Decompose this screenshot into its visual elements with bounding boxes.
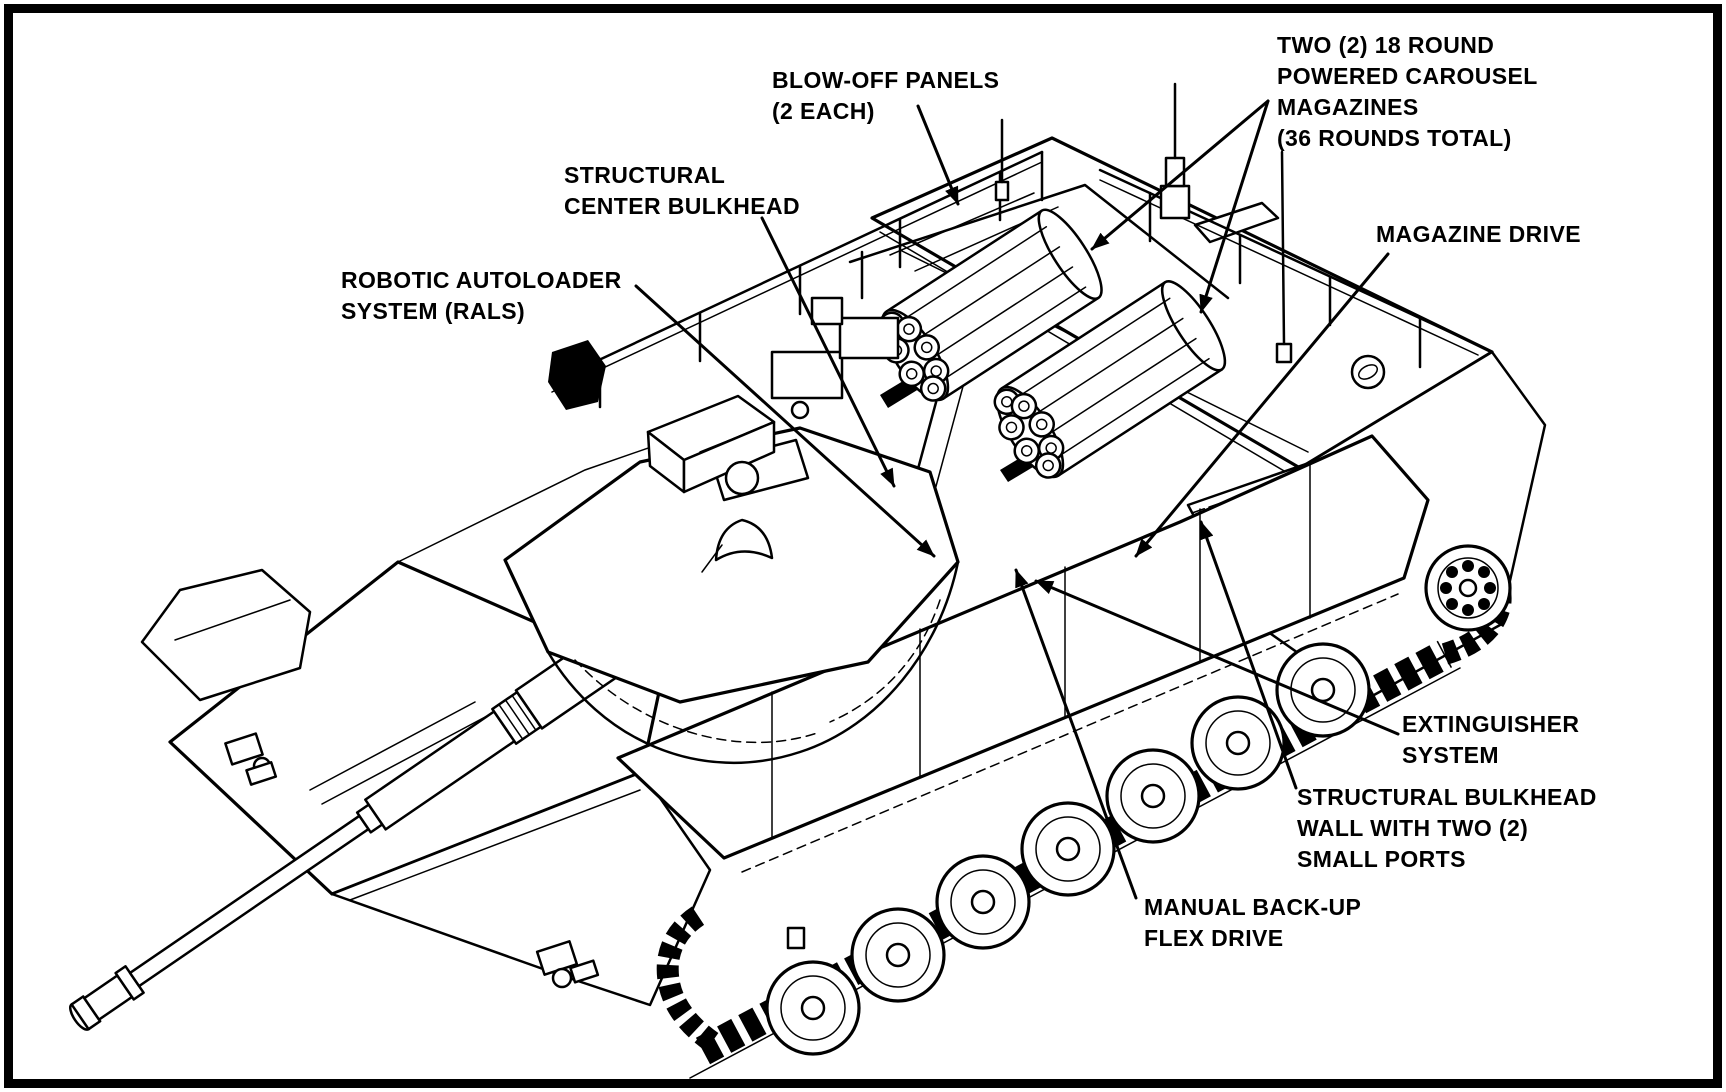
- tow-shackle-left: [224, 732, 278, 786]
- callout-line: SYSTEM: [1402, 742, 1499, 768]
- leader-lines: [634, 99, 1400, 900]
- callout-line: (2 EACH): [772, 98, 875, 124]
- leader-magazine-drive: [1134, 252, 1390, 558]
- figure-border: [4, 4, 1722, 1088]
- leader-carousel-magazines-b: [1199, 99, 1270, 314]
- callout-line: MANUAL BACK-UP: [1144, 894, 1362, 920]
- leader-extinguisher-system: [1034, 579, 1400, 736]
- leader-carousel-magazines-a: [1090, 99, 1270, 251]
- side-skirts: [616, 434, 1430, 950]
- callout-line: WALL WITH TWO (2): [1297, 815, 1529, 841]
- gun-barrel: [69, 534, 764, 1031]
- leader-structural-bulkhead-wall: [1199, 520, 1298, 790]
- callout-robotic-autoloader-system: ROBOTIC AUTOLOADER SYSTEM (RALS): [341, 265, 622, 327]
- callout-structural-bulkhead-wall: STRUCTURAL BULKHEAD WALL WITH TWO (2) SM…: [1297, 782, 1597, 875]
- leader-manual-backup-flex-drive: [1014, 568, 1138, 900]
- antenna: [994, 82, 1293, 364]
- callout-line: (36 ROUNDS TOTAL): [1277, 125, 1512, 151]
- road-wheels: [765, 544, 1512, 1056]
- callout-line: CENTER BULKHEAD: [564, 193, 800, 219]
- leader-blow-off-panels: [916, 104, 960, 206]
- callout-line: EXTINGUISHER: [1402, 711, 1580, 737]
- callout-extinguisher-system: EXTINGUISHER SYSTEM: [1402, 709, 1579, 771]
- callout-line: TWO (2) 18 ROUND: [1277, 32, 1495, 58]
- callout-blow-off-panels: BLOW-OFF PANELS (2 EACH): [772, 65, 999, 127]
- fuel-cap: [1350, 354, 1386, 390]
- drive-sprocket: [1424, 544, 1512, 632]
- carousel-magazine-top: [878, 208, 1103, 402]
- callout-line: STRUCTURAL BULKHEAD: [1297, 784, 1597, 810]
- leader-robotic-autoloader: [634, 284, 936, 558]
- callout-line: MAGAZINE DRIVE: [1376, 221, 1581, 247]
- callout-structural-center-bulkhead: STRUCTURAL CENTER BULKHEAD: [564, 160, 800, 222]
- callout-manual-backup-flex-drive: MANUAL BACK-UP FLEX DRIVE: [1144, 892, 1361, 954]
- carousel-magazine-bottom: [993, 280, 1227, 479]
- turret: [503, 250, 960, 765]
- callout-line: BLOW-OFF PANELS: [772, 67, 1000, 93]
- callout-line: FLEX DRIVE: [1144, 925, 1284, 951]
- callout-line: STRUCTURAL: [564, 162, 726, 188]
- callout-line: MAGAZINES: [1277, 94, 1419, 120]
- callout-line: SYSTEM (RALS): [341, 298, 526, 324]
- callout-line: ROBOTIC AUTOLOADER: [341, 267, 622, 293]
- leader-structural-center-bulkhead: [760, 216, 896, 488]
- callout-line: POWERED CAROUSEL: [1277, 63, 1538, 89]
- tow-shackle-right: [535, 940, 600, 989]
- callout-carousel-magazines: TWO (2) 18 ROUND POWERED CAROUSEL MAGAZI…: [1277, 30, 1538, 154]
- crew-figure: [701, 460, 774, 573]
- storage-box: [646, 394, 776, 494]
- callout-magazine-drive: MAGAZINE DRIVE: [1376, 219, 1581, 250]
- callout-line: SMALL PORTS: [1297, 846, 1466, 872]
